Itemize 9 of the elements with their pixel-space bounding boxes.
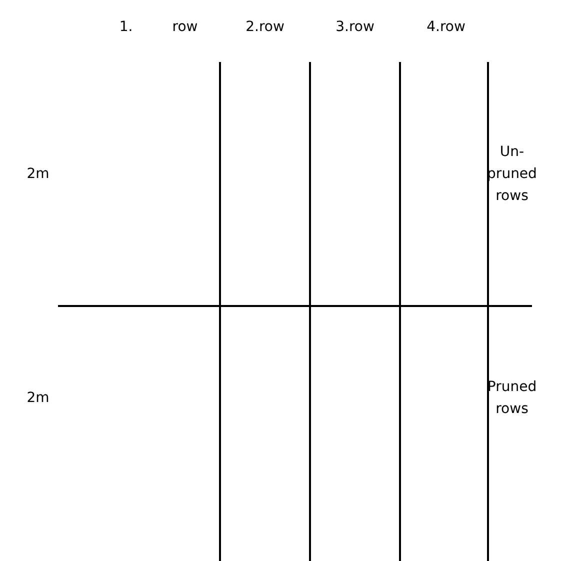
row-label: row xyxy=(172,18,198,37)
section-label: Un- pruned rows xyxy=(487,143,537,206)
section-label: Pruned rows xyxy=(487,378,537,419)
row-label: 4.row xyxy=(426,18,466,37)
plot-length-label: 2m xyxy=(26,389,50,408)
row-label: 2.row xyxy=(246,18,284,37)
row-label: 3.row xyxy=(336,18,374,37)
plot-length-label: 2m xyxy=(26,165,50,184)
row-label: 1. xyxy=(119,18,133,37)
